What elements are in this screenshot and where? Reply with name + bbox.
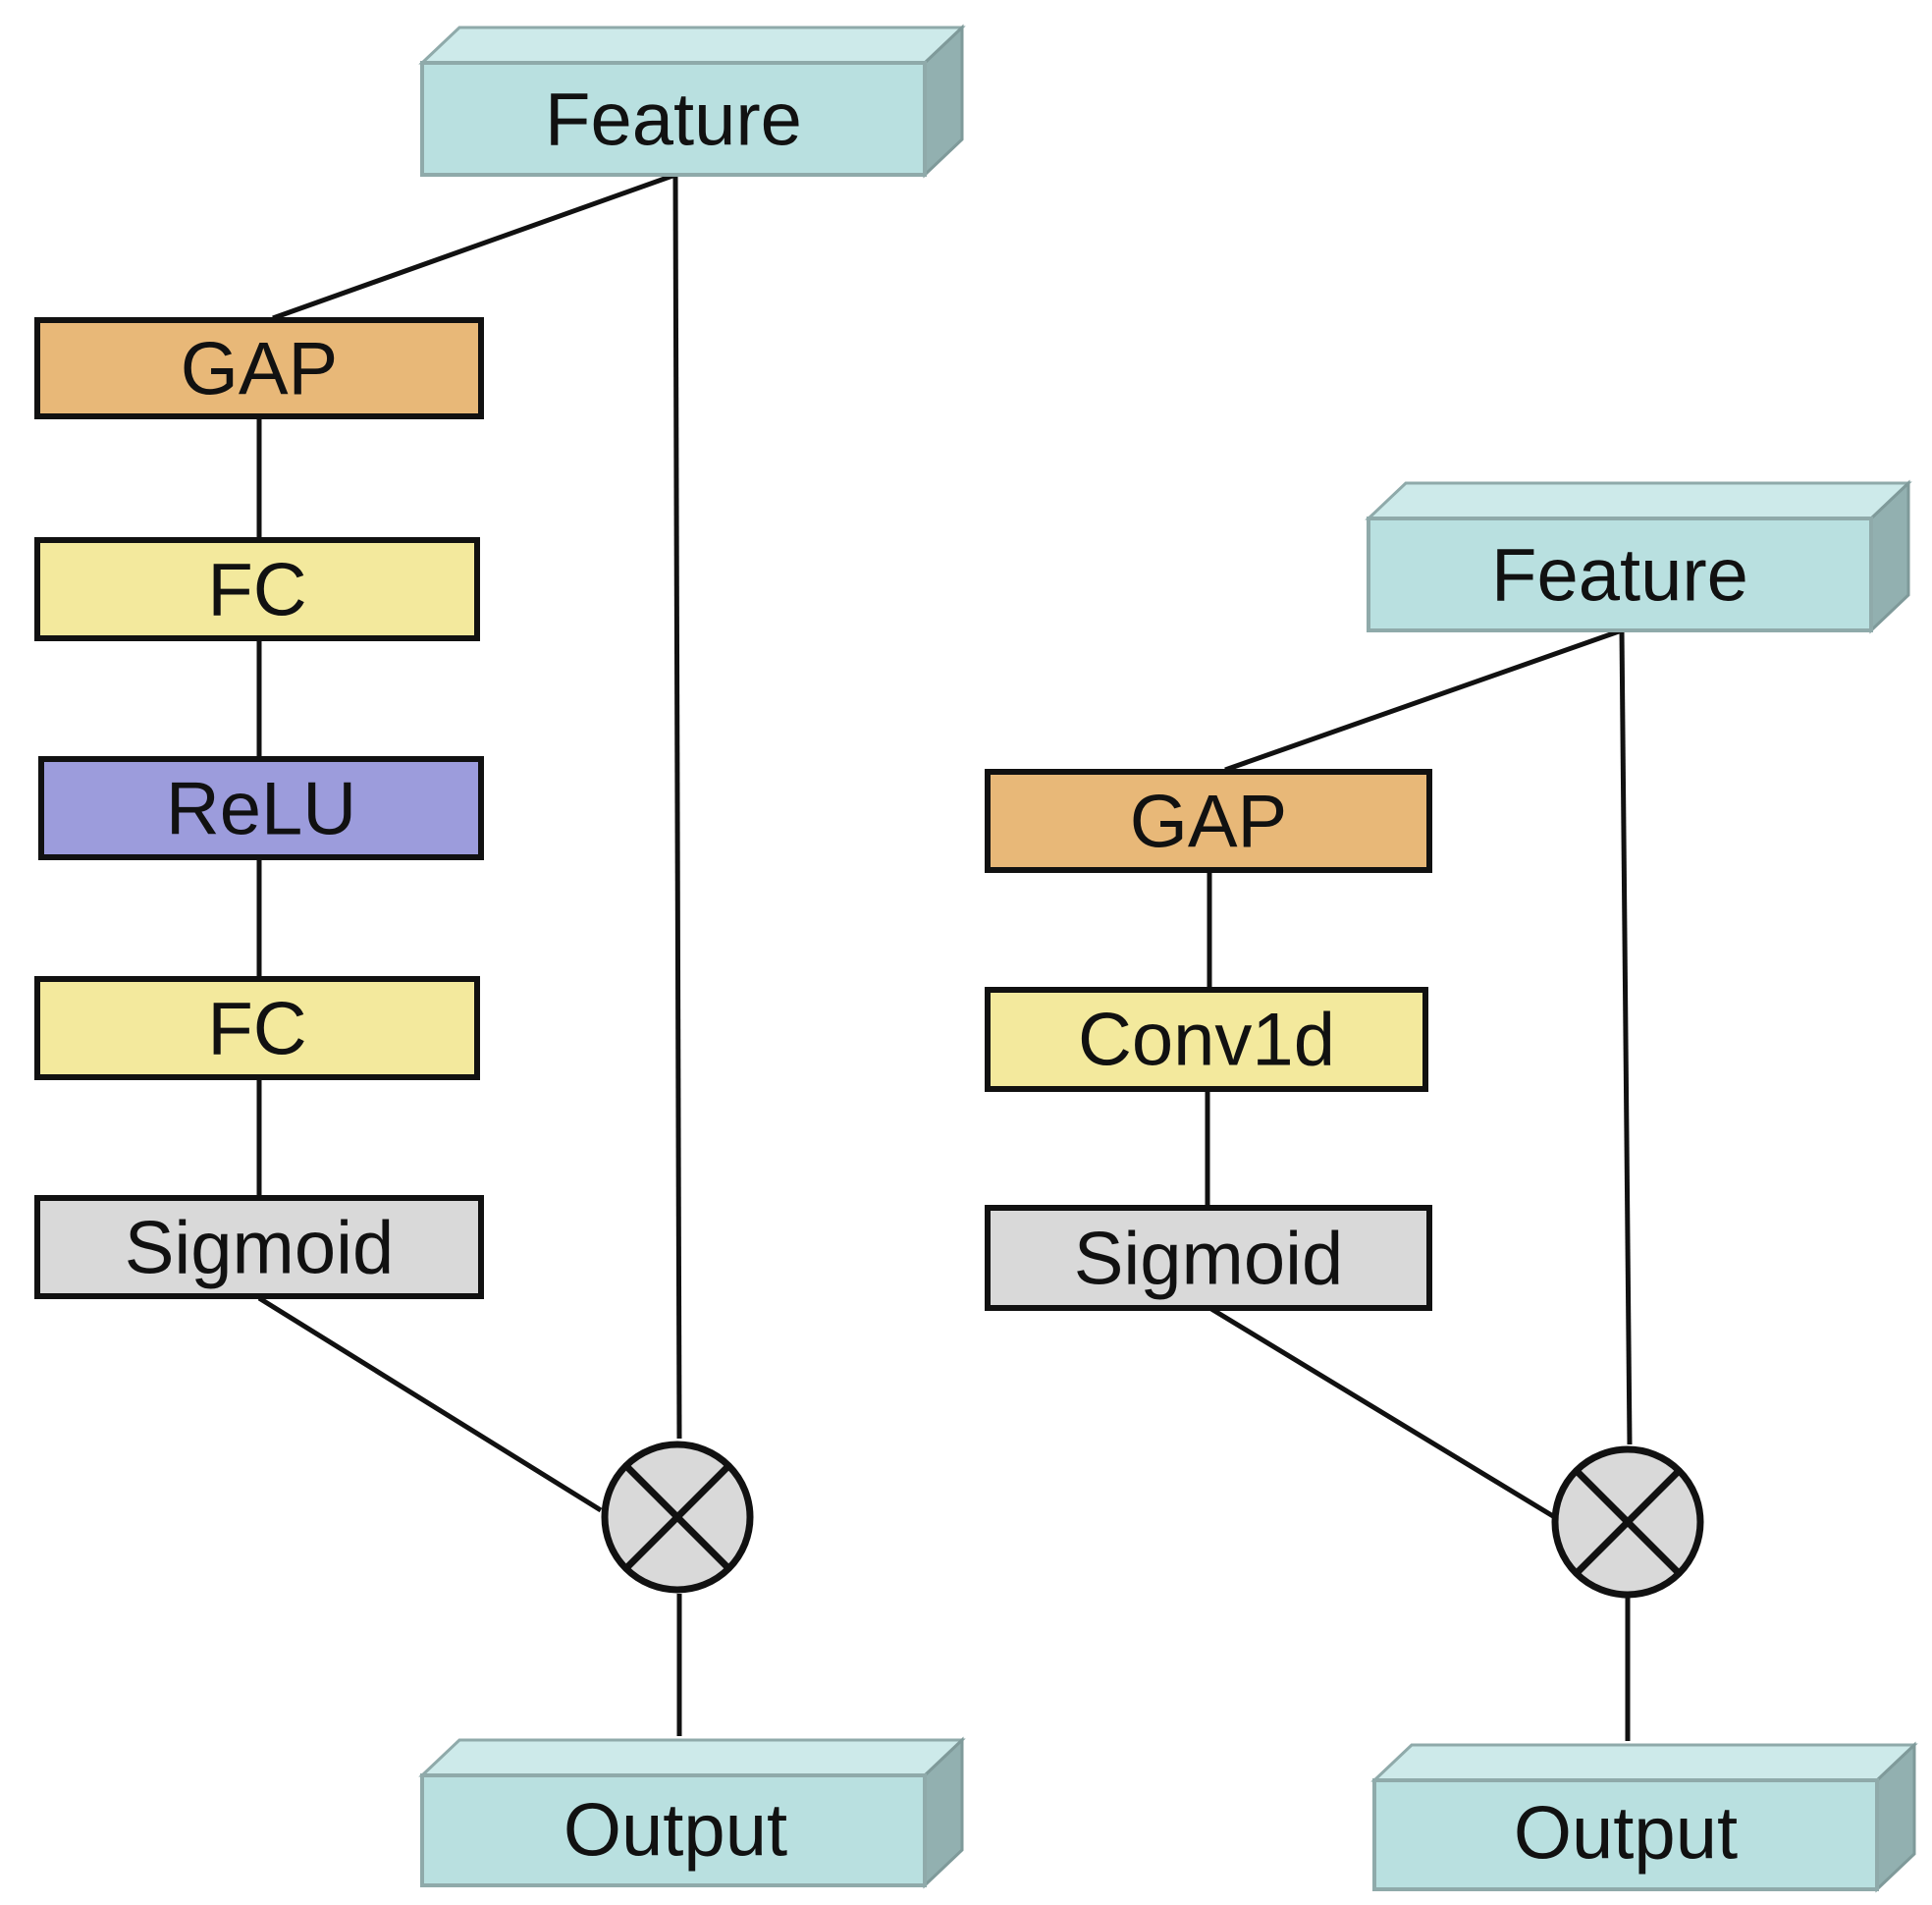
se-output-block-top xyxy=(418,1738,966,1777)
eca-feature-block: Feature xyxy=(1365,479,1912,634)
eca-block-diagram: Feature GAP Conv1d Sigmoid Output xyxy=(985,479,1918,1893)
se-feature-block: Feature xyxy=(418,24,966,179)
se-gap-block: GAP xyxy=(34,317,484,419)
se-multiply-icon xyxy=(601,1441,754,1594)
se-edge-feature-to-gap xyxy=(272,172,676,321)
se-fc1-block: FC xyxy=(34,537,480,641)
eca-multiply-icon xyxy=(1551,1445,1704,1599)
eca-sigmoid-box xyxy=(985,1205,1432,1311)
eca-conv1d-box xyxy=(985,987,1428,1092)
eca-edge-sigmoid-to-multiply xyxy=(1209,1306,1555,1519)
eca-feature-block-front xyxy=(1367,517,1873,632)
se-output-block-front xyxy=(420,1773,927,1887)
se-relu-block: ReLU xyxy=(38,756,484,860)
se-gap-label: GAP xyxy=(181,328,339,411)
eca-feature-block-top xyxy=(1365,481,1912,520)
se-fc1-box xyxy=(34,537,480,641)
se-edge-sigmoid-to-multiply xyxy=(257,1295,603,1513)
eca-edge-feature-to-gap xyxy=(1224,627,1623,773)
eca-gap-label: GAP xyxy=(1130,781,1288,864)
eca-gap-box xyxy=(985,769,1432,873)
se-relu-label: ReLU xyxy=(166,768,356,851)
se-feature-block-top xyxy=(418,26,966,65)
se-edges xyxy=(256,172,682,1736)
se-multiply-cross-b xyxy=(623,1463,731,1571)
eca-edge-feature-to-multiply xyxy=(1619,629,1633,1445)
eca-sigmoid-block: Sigmoid xyxy=(985,1205,1432,1311)
eca-conv1d-label: Conv1d xyxy=(1078,999,1335,1082)
eca-edges xyxy=(1205,627,1633,1741)
se-fc2-block: FC xyxy=(34,976,480,1080)
se-output-label: Output xyxy=(564,1789,787,1873)
se-sigmoid-label: Sigmoid xyxy=(125,1207,395,1290)
se-edge-feature-to-multiply xyxy=(672,174,682,1440)
se-feature-block-front xyxy=(420,61,927,177)
eca-output-label: Output xyxy=(1514,1792,1738,1876)
eca-output-block-top xyxy=(1370,1743,1918,1782)
eca-feature-label: Feature xyxy=(1491,534,1748,618)
eca-output-block-front xyxy=(1372,1778,1879,1891)
se-sigmoid-box xyxy=(34,1195,484,1299)
se-output-block: Output xyxy=(418,1736,966,1889)
se-fc2-label: FC xyxy=(207,988,306,1071)
se-fc2-box xyxy=(34,976,480,1080)
se-relu-box xyxy=(38,756,484,860)
eca-conv1d-block: Conv1d xyxy=(985,987,1428,1092)
se-block-diagram: Feature GAP FC ReLU FC Sigmoid xyxy=(34,24,966,1889)
eca-output-block: Output xyxy=(1370,1741,1918,1893)
se-sigmoid-block: Sigmoid xyxy=(34,1195,484,1299)
eca-gap-block: GAP xyxy=(985,769,1432,873)
eca-sigmoid-label: Sigmoid xyxy=(1074,1218,1344,1301)
eca-multiply-cross-b xyxy=(1574,1468,1682,1576)
se-fc1-label: FC xyxy=(207,549,306,632)
se-gap-box xyxy=(34,317,484,419)
se-feature-label: Feature xyxy=(545,79,802,162)
